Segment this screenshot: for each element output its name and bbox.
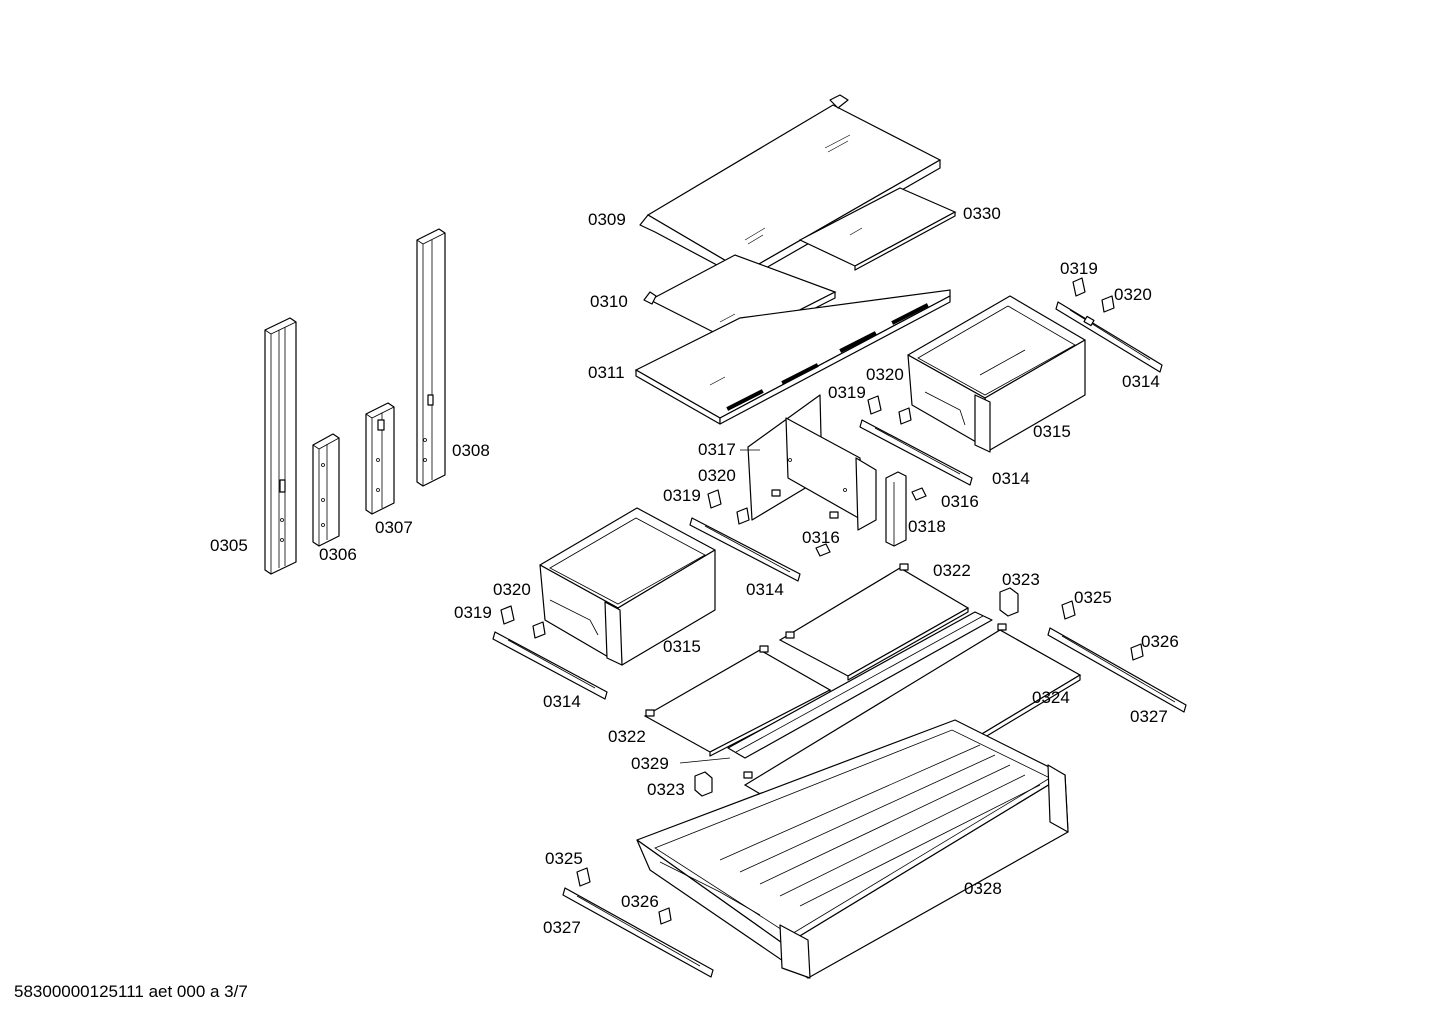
label-0307: 0307 [375, 518, 413, 537]
label-0325-b: 0325 [545, 849, 583, 868]
part-0319-clip-b [867, 395, 882, 415]
part-0320-clip-c [736, 507, 750, 525]
label-0316-b: 0316 [802, 528, 840, 547]
part-0323-bracket-b [694, 771, 713, 797]
part-0319-clip-d [500, 605, 515, 625]
part-0320-clip-d [532, 621, 546, 639]
part-0319-clip-a [1072, 277, 1086, 297]
part-0311-vented-plate [634, 289, 951, 425]
part-0319-clip-c [707, 489, 722, 509]
part-0318-cover [885, 471, 907, 547]
leader-lines [679, 449, 760, 764]
part-0314-slide-rail-d [492, 631, 608, 700]
label-0319-c: 0319 [663, 486, 701, 505]
part-0322-glass-plate-a [778, 563, 970, 681]
part-0308-rail [416, 228, 446, 487]
label-0319-b: 0319 [828, 383, 866, 402]
label-0311: 0311 [588, 363, 625, 382]
label-0315-b: 0315 [663, 637, 701, 656]
part-0315-drawer-left [539, 507, 716, 666]
part-0314-slide-rail-b [859, 419, 973, 486]
label-0327-b: 0327 [543, 918, 581, 937]
part-0307-rail [365, 402, 395, 515]
label-0319-a: 0319 [1060, 259, 1098, 278]
label-0314-d: 0314 [543, 692, 581, 711]
part-0329-divider-bar [727, 611, 993, 759]
part-0326-clip-b [658, 907, 672, 925]
part-0327-slide-rail-b [562, 887, 714, 978]
label-0320-a: 0320 [1114, 285, 1152, 304]
part-0323-bracket-a [999, 587, 1019, 617]
label-0330: 0330 [963, 204, 1001, 223]
label-0309: 0309 [588, 210, 626, 229]
label-0326-b: 0326 [621, 892, 659, 911]
label-0314-a: 0314 [1122, 372, 1160, 391]
label-0329: 0329 [631, 754, 669, 773]
label-0310: 0310 [590, 292, 628, 311]
part-0309-glass-shelf [639, 94, 942, 281]
label-0320-d: 0320 [493, 580, 531, 599]
part-0315-drawer-upper-right [907, 295, 1086, 453]
part-0320-clip-b [898, 407, 912, 425]
label-0317: 0317 [698, 440, 736, 459]
part-0325-clip-a [1061, 600, 1076, 620]
label-0318: 0318 [908, 517, 946, 536]
label-0323-b: 0323 [647, 780, 685, 799]
part-0306-rail [312, 433, 340, 547]
label-0308: 0308 [452, 441, 490, 460]
part-0314-slide-rail-c [689, 517, 801, 582]
part-0316-clip-b [815, 543, 831, 557]
part-0328-drawer-bottom [636, 719, 1069, 979]
label-0326-a: 0326 [1141, 632, 1179, 651]
part-0316-clip-a [911, 487, 927, 501]
label-0306: 0306 [319, 545, 357, 564]
part-0325-clip-b [576, 867, 591, 887]
part-0327-slide-rail-a [1047, 627, 1187, 713]
label-0325-a: 0325 [1074, 588, 1112, 607]
label-0320-b: 0320 [866, 365, 904, 384]
label-0315-a: 0315 [1033, 422, 1071, 441]
label-0319-d: 0319 [454, 603, 492, 622]
label-0323-a: 0323 [1002, 570, 1040, 589]
part-0320-clip-a [1101, 295, 1115, 313]
part-0326-clip-a [1130, 643, 1144, 661]
label-0328: 0328 [964, 879, 1002, 898]
part-0314-slide-rail-a [1055, 301, 1163, 373]
document-footer-id: 58300000125111 aet 000 a 3/7 [14, 982, 248, 1001]
label-0322-b: 0322 [608, 727, 646, 746]
part-0305-rail [264, 317, 297, 575]
label-0316-a: 0316 [941, 492, 979, 511]
label-0314-b: 0314 [992, 469, 1030, 488]
label-0314-c: 0314 [746, 580, 784, 599]
label-0320-c: 0320 [698, 466, 736, 485]
label-0305: 0305 [210, 536, 248, 555]
part-0317-frame [747, 394, 877, 531]
label-0327-a: 0327 [1130, 707, 1168, 726]
part-0322-glass-plate-b [643, 645, 832, 757]
label-0324: 0324 [1032, 688, 1070, 707]
part-0330-glass-plate [798, 187, 957, 271]
label-0322-a: 0322 [933, 561, 971, 580]
